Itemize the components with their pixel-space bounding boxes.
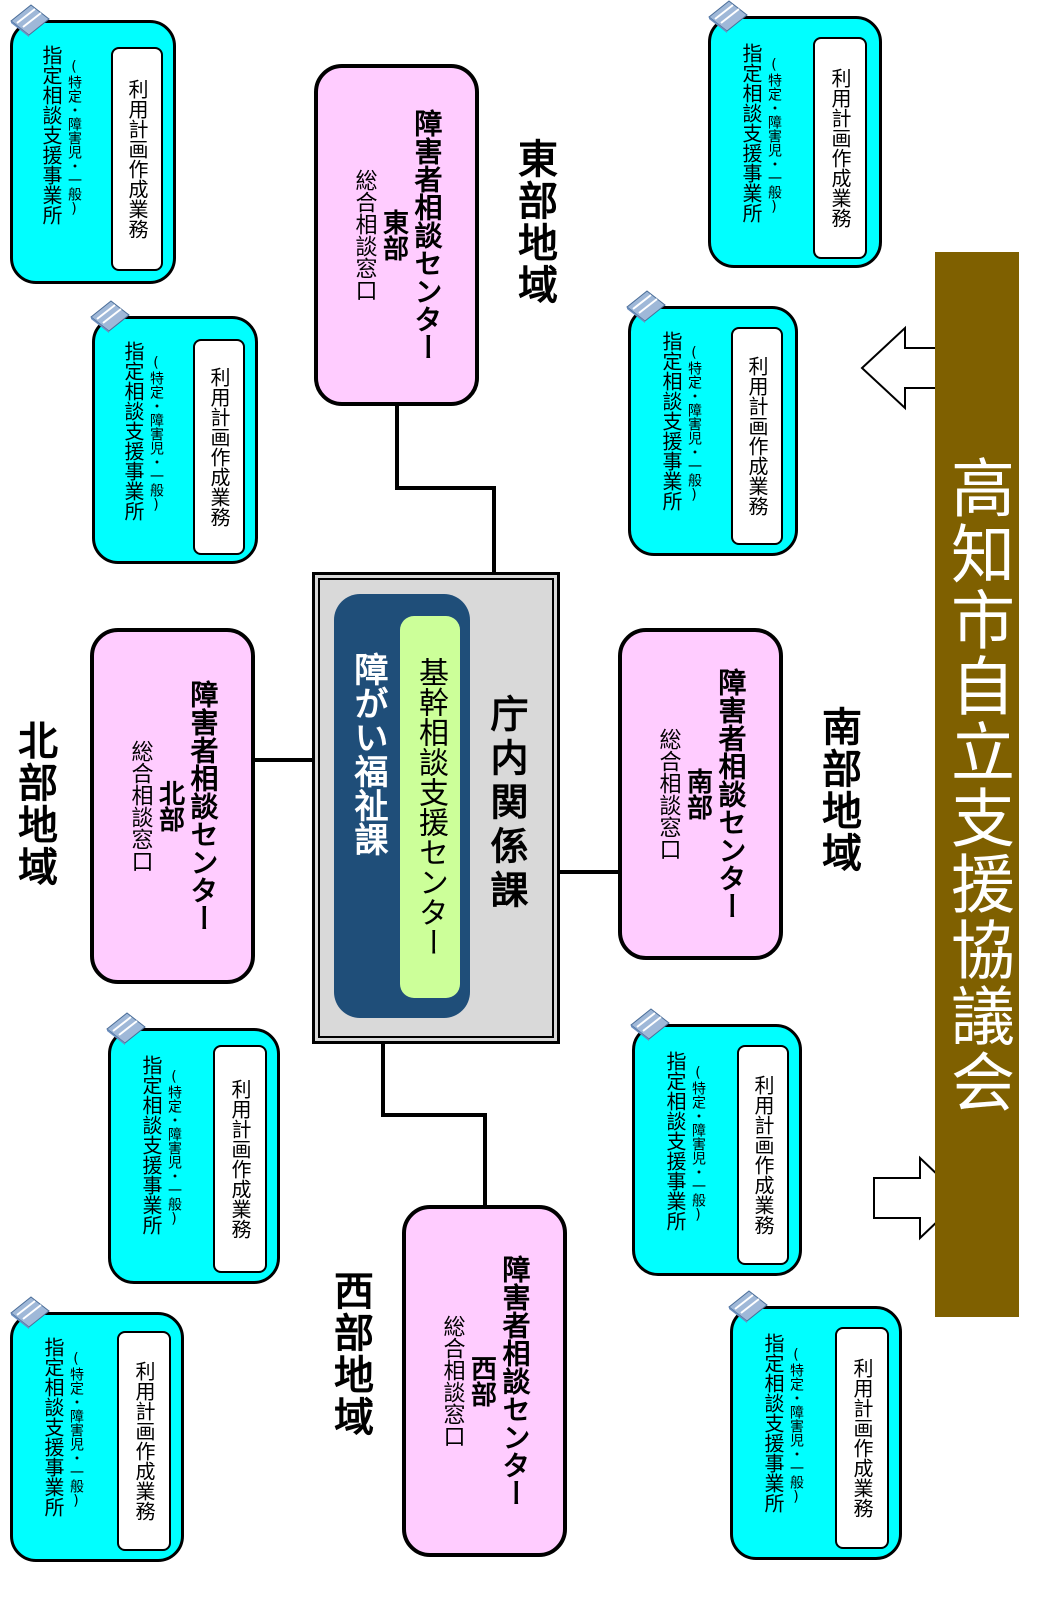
office-types: (特定・障害児・一般) [690, 1065, 706, 1223]
office-n-lower: 指定相談支援事業所 (特定・障害児・一般) 利用計画作成業務 [106, 1012, 280, 1284]
center-title: 障害者相談センター [714, 668, 748, 920]
center-title: 障害者相談センター [498, 1255, 532, 1507]
center-window: 総合相談窓口 [351, 169, 377, 301]
center-branch: 北部 [154, 780, 185, 832]
region-title-south: 南部地域 [815, 706, 861, 874]
office-w-bottom: 指定相談支援事業所 (特定・障害児・一般) 利用計画作成業務 [10, 1296, 184, 1562]
connector-east [395, 405, 496, 572]
office-duty: 利用計画作成業務 [117, 1331, 171, 1551]
core-center-label: 基幹相談支援センター [413, 657, 448, 957]
office-duty: 利用計画作成業務 [737, 1045, 789, 1265]
building-icon [707, 0, 749, 33]
building-icon [105, 1011, 147, 1045]
center-west: 障害者相談センター 西部 総合相談窓口 [402, 1205, 567, 1557]
region-title-west: 西部地域 [327, 1270, 373, 1438]
office-name: 指定相談支援事業所 [121, 341, 145, 521]
office-s-mid: 指定相談支援事業所 (特定・障害児・一般) 利用計画作成業務 [630, 1008, 802, 1276]
building-icon [89, 299, 131, 333]
office-types: (特定・障害児・一般) [66, 59, 82, 217]
center-east: 障害者相談センター 東部 総合相談窓口 [314, 64, 479, 406]
building-icon [9, 1295, 51, 1329]
office-duty: 利用計画作成業務 [813, 37, 867, 259]
center-window: 総合相談窓口 [655, 728, 681, 860]
office-e-top: 指定相談支援事業所 (特定・障害児・一般) 利用計画作成業務 [708, 0, 882, 268]
office-types: (特定・障害児・一般) [148, 355, 164, 513]
arrow-up-icon [860, 325, 937, 411]
office-duty: 利用計画作成業務 [731, 327, 783, 545]
office-name: 指定相談支援事業所 [761, 1333, 785, 1513]
office-duty: 利用計画作成業務 [193, 339, 245, 555]
council-label: 高知市自立支援協議会 [940, 454, 1014, 1115]
welfare-section-label: 障がい福祉課 [348, 652, 388, 856]
office-name: 指定相談支援事業所 [739, 43, 763, 223]
office-types: (特定・障害児・一般) [686, 345, 702, 503]
center-branch: 南部 [682, 768, 713, 820]
office-ne-outer: 指定相談支援事業所 (特定・障害児・一般) 利用計画作成業務 [10, 4, 176, 284]
council-bar: 高知市自立支援協議会 [935, 252, 1019, 1317]
center-title: 障害者相談センター [186, 680, 220, 932]
office-types: (特定・障害児・一般) [788, 1347, 804, 1505]
office-duty: 利用計画作成業務 [213, 1045, 267, 1273]
center-north: 障害者相談センター 北部 総合相談窓口 [90, 628, 255, 984]
agencies-label: 庁内関係課 [484, 694, 528, 914]
office-name: 指定相談支援事業所 [659, 331, 683, 511]
office-n-upper: 指定相談支援事業所 (特定・障害児・一般) 利用計画作成業務 [90, 300, 258, 564]
building-icon [9, 3, 51, 37]
office-duty: 利用計画作成業務 [835, 1327, 889, 1549]
office-types: (特定・障害児・一般) [68, 1351, 84, 1509]
office-duty: 利用計画作成業務 [111, 47, 163, 271]
center-south: 障害者相談センター 南部 総合相談窓口 [618, 628, 783, 960]
office-e-mid: 指定相談支援事業所 (特定・障害児・一般) 利用計画作成業務 [626, 290, 798, 556]
center-window: 総合相談窓口 [127, 740, 153, 872]
building-icon [727, 1289, 769, 1323]
office-types: (特定・障害児・一般) [766, 57, 782, 215]
office-name: 指定相談支援事業所 [39, 45, 63, 225]
center-branch: 西部 [466, 1355, 497, 1407]
center-window: 総合相談窓口 [439, 1315, 465, 1447]
office-types: (特定・障害児・一般) [166, 1069, 182, 1227]
office-name: 指定相談支援事業所 [663, 1051, 687, 1231]
core-center: 基幹相談支援センター [400, 616, 460, 998]
center-branch: 東部 [378, 209, 409, 261]
region-title-north: 北部地域 [11, 720, 57, 888]
office-s-bottom: 指定相談支援事業所 (特定・障害児・一般) 利用計画作成業務 [728, 1290, 902, 1560]
building-icon [629, 1007, 671, 1041]
building-icon [625, 289, 667, 323]
office-name: 指定相談支援事業所 [139, 1055, 163, 1235]
connector-west [381, 1043, 487, 1205]
center-title: 障害者相談センター [410, 109, 444, 361]
office-name: 指定相談支援事業所 [41, 1337, 65, 1517]
region-title-east: 東部地域 [511, 138, 557, 306]
